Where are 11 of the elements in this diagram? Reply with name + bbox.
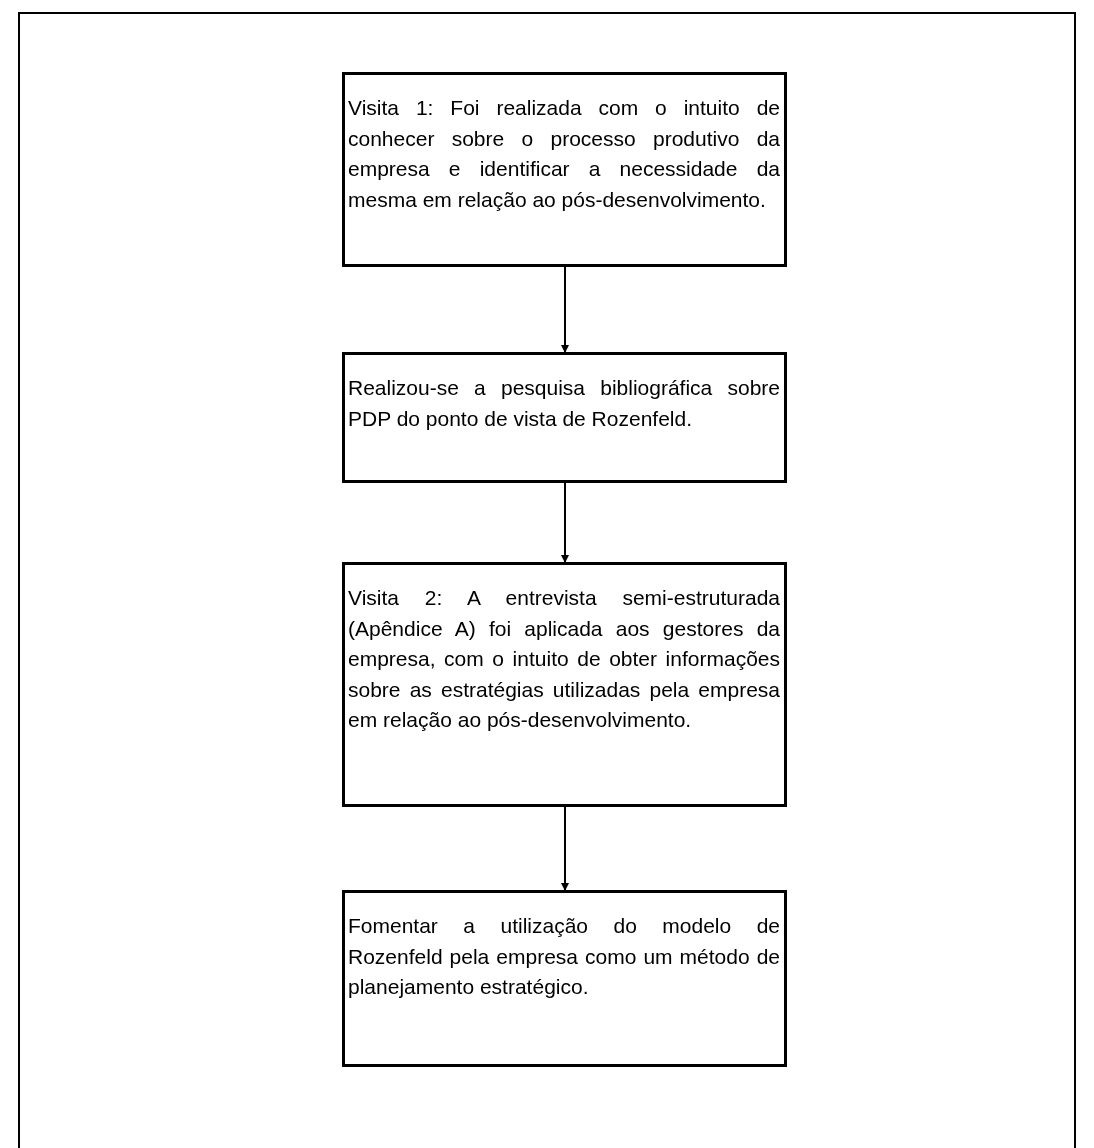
arrow <box>561 806 569 891</box>
box-text: Visita 2: A entrevista semi-estruturada (Apêndice A) foi aplicada aos gestores da empresa, com o intuito de obter informações sobre as estratégias utilizadas pela empresa em relação ao pós-desenvolvimento. <box>348 585 780 733</box>
arrow <box>561 482 569 563</box>
process-box <box>342 562 787 807</box>
arrow <box>561 266 569 353</box>
process-box <box>342 890 787 1067</box>
box-text: Fomentar a utilização do modelo de Rozenfeld pela empresa como um método de planejamento estratégico. <box>348 913 780 1000</box>
box-text: Visita 1: Foi realizada com o intuito de conhecer sobre o processo produtivo da empresa e identificar a necessidade da mesma em relação ao pós-desenvolvimento. <box>348 95 780 213</box>
process-box <box>342 352 787 483</box>
box-text: Realizou-se a pesquisa bibliográfica sobre PDP do ponto de vista de Rozenfeld. <box>348 375 780 432</box>
process-box <box>342 72 787 267</box>
